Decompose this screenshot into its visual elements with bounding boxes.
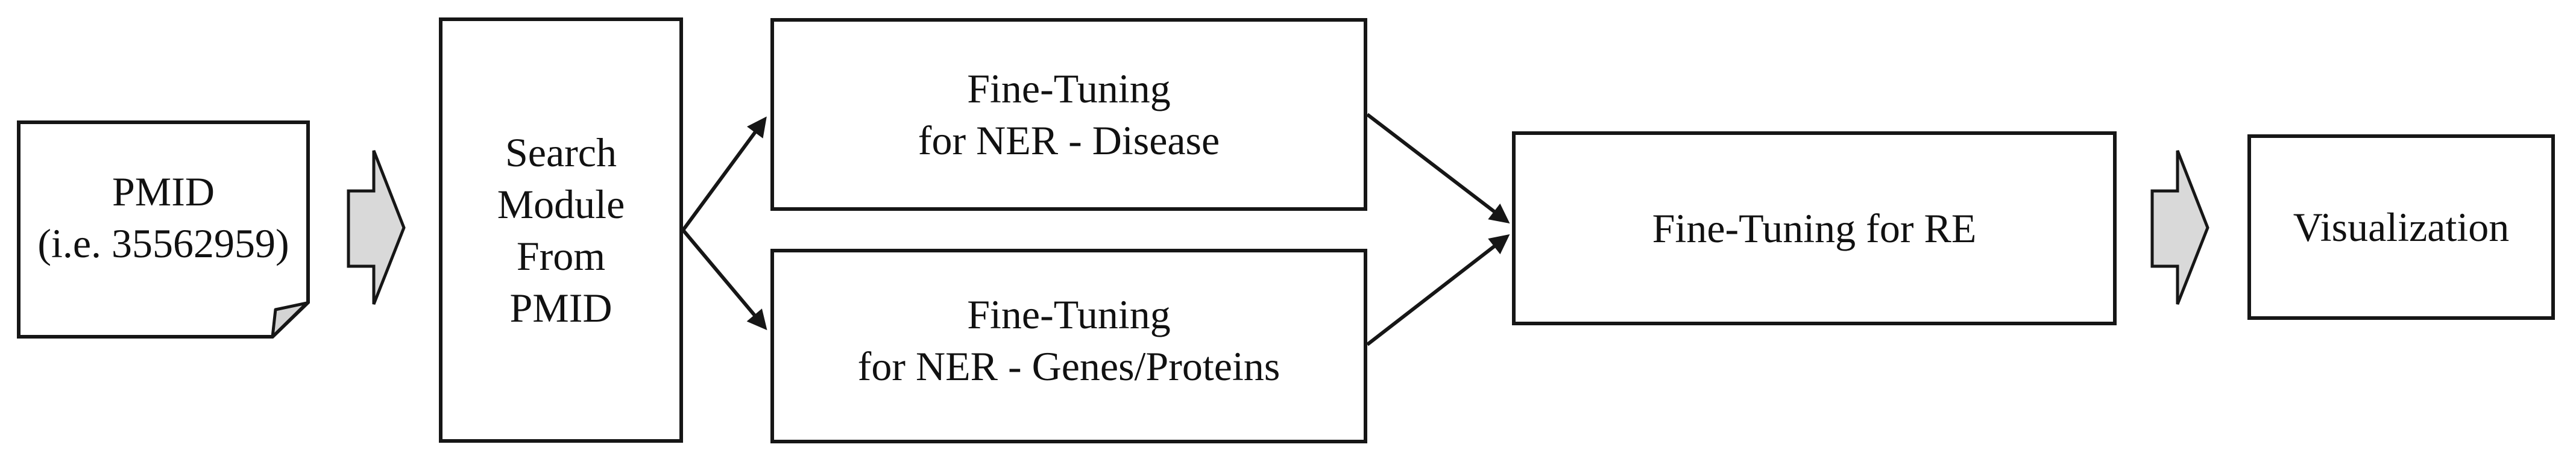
node-label: (i.e. 35562959) — [37, 220, 289, 266]
node-label: PMID — [112, 169, 215, 214]
node-search-module: Search Module From PMID — [439, 17, 683, 443]
node-label: for NER - Genes/Proteins — [857, 343, 1280, 389]
node-label: Fine-Tuning — [967, 66, 1171, 111]
pmid-document-fold-corner-icon — [271, 301, 309, 339]
node-fine-tuning-ner-genes-proteins: Fine-Tuning for NER - Genes/Proteins — [770, 249, 1367, 443]
node-label: for NER - Disease — [918, 117, 1220, 163]
node-label: Module — [497, 181, 625, 227]
connector-ner-genes-to-re — [1366, 234, 1510, 346]
connector-ner-disease-to-re — [1366, 113, 1510, 224]
node-pmid-document: PMID (i.e. 35562959) — [19, 122, 308, 337]
node-label: PMID — [509, 285, 613, 331]
node-fine-tuning-re: Fine-Tuning for RE — [1512, 131, 2117, 325]
connector-search-to-ner-disease — [681, 116, 767, 231]
node-visualization: Visualization — [2247, 134, 2555, 320]
node-label: Fine-Tuning — [967, 291, 1171, 337]
node-label: From — [516, 233, 606, 279]
node-label: Visualization — [2293, 204, 2510, 250]
connector-search-to-ner-genes — [681, 229, 767, 331]
node-label: Search — [505, 130, 617, 175]
node-fine-tuning-ner-disease: Fine-Tuning for NER - Disease — [770, 18, 1367, 211]
node-label: Fine-Tuning for RE — [1652, 205, 1977, 251]
block-arrow-right-icon-re-to-visualization — [2150, 150, 2209, 305]
block-arrow-right-icon-pmid-to-search — [347, 150, 406, 305]
